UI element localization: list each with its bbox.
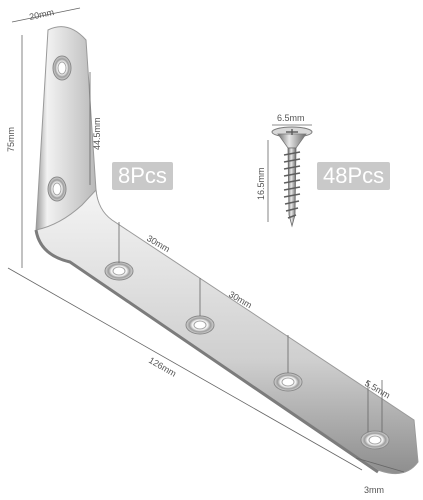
bracket-edge [34, 229, 379, 474]
screw-count-badge: 48Pcs [317, 162, 391, 190]
bracket-count-badge: 8Pcs [112, 162, 173, 190]
dim-hole-spacing-vertical: 44.5mm [92, 117, 102, 150]
dim-thickness: 3mm [364, 485, 384, 495]
hole-horizontal-2 [185, 315, 215, 335]
hole-horizontal-3 [273, 372, 303, 392]
dim-height: 75mm [6, 127, 16, 152]
dim-screw-length: 16.5mm [256, 167, 266, 200]
screw [271, 126, 313, 228]
bracket-horizontal-arm [35, 188, 419, 475]
hole-horizontal-4 [360, 430, 390, 450]
dim-top-width: 20mm [28, 7, 55, 22]
dim-screw-head: 6.5mm [277, 113, 305, 123]
dim-length: 126mm [147, 355, 178, 379]
hole-horizontal-1 [104, 261, 134, 281]
hole-vertical-lower [47, 176, 67, 202]
l-bracket [34, 26, 419, 475]
hole-top [52, 55, 72, 81]
dimension-lines [7, 7, 405, 473]
